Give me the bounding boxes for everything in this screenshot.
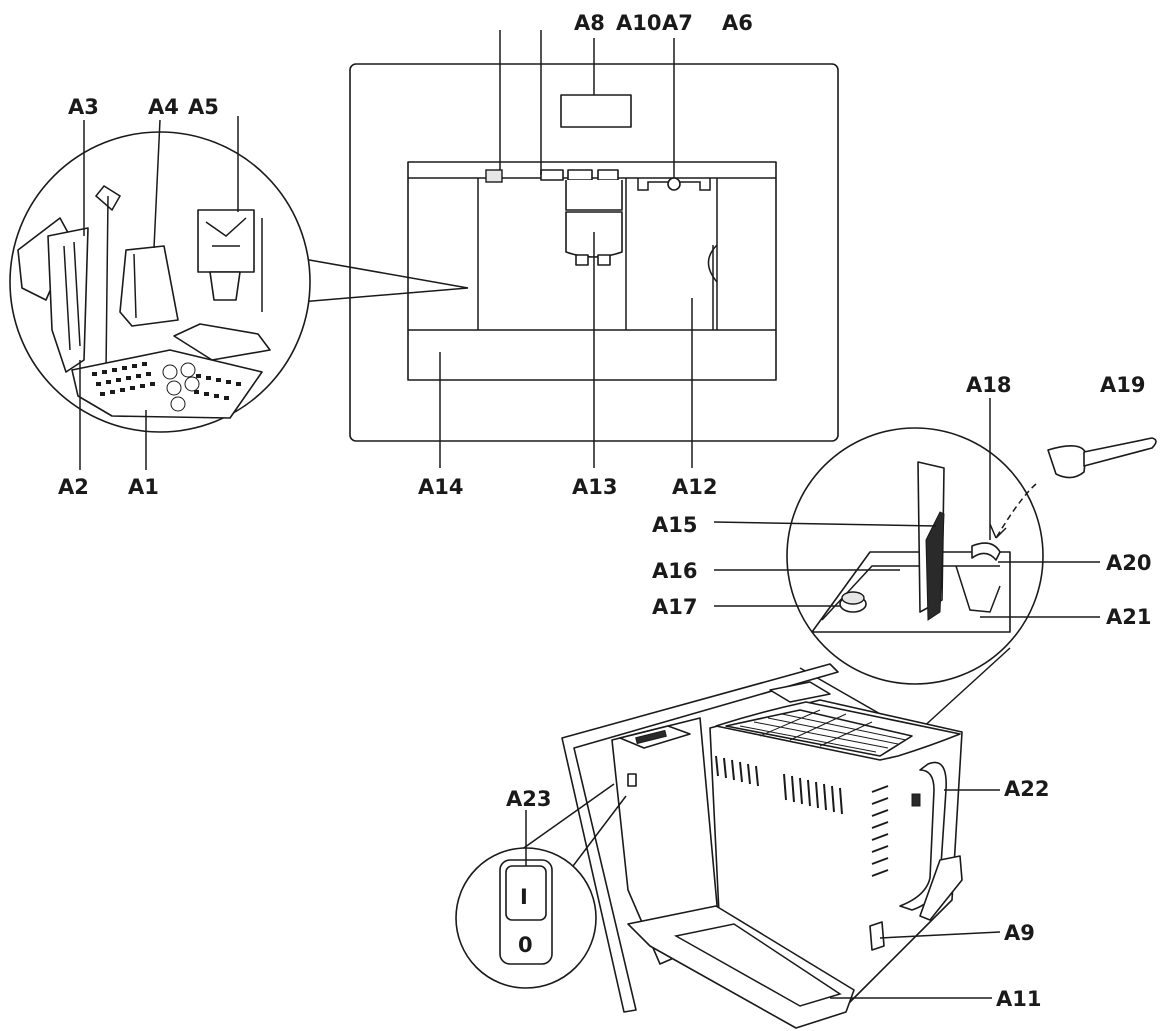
label-a9: A9 bbox=[1004, 921, 1035, 945]
display-window bbox=[560, 94, 632, 128]
drip-grid-a1 bbox=[71, 349, 263, 419]
label-a11: A11 bbox=[996, 987, 1041, 1011]
label-a23: A23 bbox=[506, 787, 551, 811]
label-a20: A20 bbox=[1106, 551, 1151, 575]
label-a17: A17 bbox=[652, 595, 697, 619]
switch-on-symbol: I bbox=[520, 885, 528, 909]
label-a2: A2 bbox=[58, 475, 89, 499]
drip-tray-side-a2 bbox=[47, 227, 89, 373]
drip-tray-a11 bbox=[627, 905, 855, 1029]
label-a16: A16 bbox=[652, 559, 697, 583]
label-a4: A4 bbox=[148, 95, 179, 119]
measuring-scoop-a19 bbox=[1047, 445, 1087, 479]
label-a7: A7 bbox=[662, 11, 693, 35]
label-a21: A21 bbox=[1106, 605, 1151, 629]
top-grille bbox=[725, 709, 913, 757]
power-switch-small bbox=[627, 773, 637, 787]
part-labels: A8 A10 A7 A6 A3 A4 A5 A2 A1 A14 A13 A12 … bbox=[58, 11, 1151, 1011]
label-a5: A5 bbox=[188, 95, 219, 119]
outlet-a5 bbox=[197, 209, 255, 273]
label-a22: A22 bbox=[1004, 777, 1049, 801]
label-a13: A13 bbox=[572, 475, 617, 499]
label-a8: A8 bbox=[574, 11, 605, 35]
drip-tray-magnifier bbox=[9, 116, 469, 470]
button-a7 bbox=[667, 177, 681, 191]
label-a3: A3 bbox=[68, 95, 99, 119]
label-a18: A18 bbox=[966, 373, 1011, 397]
sensor-a10 bbox=[485, 169, 503, 183]
label-a19: A19 bbox=[1100, 373, 1145, 397]
bean-container-magnifier bbox=[713, 398, 1157, 731]
label-a6: A6 bbox=[722, 11, 753, 35]
power-switch-magnifier bbox=[455, 783, 627, 989]
mounting-frame bbox=[561, 663, 839, 1013]
switch-off-symbol: 0 bbox=[518, 933, 533, 957]
label-a15: A15 bbox=[652, 513, 697, 537]
label-a10: A10 bbox=[616, 11, 661, 35]
label-a1: A1 bbox=[128, 475, 159, 499]
connector-a9 bbox=[869, 921, 885, 951]
label-a14: A14 bbox=[418, 475, 463, 499]
outlet-housing bbox=[565, 180, 623, 211]
front-view bbox=[349, 30, 839, 468]
label-a12: A12 bbox=[672, 475, 717, 499]
machine-body bbox=[561, 663, 1001, 1029]
